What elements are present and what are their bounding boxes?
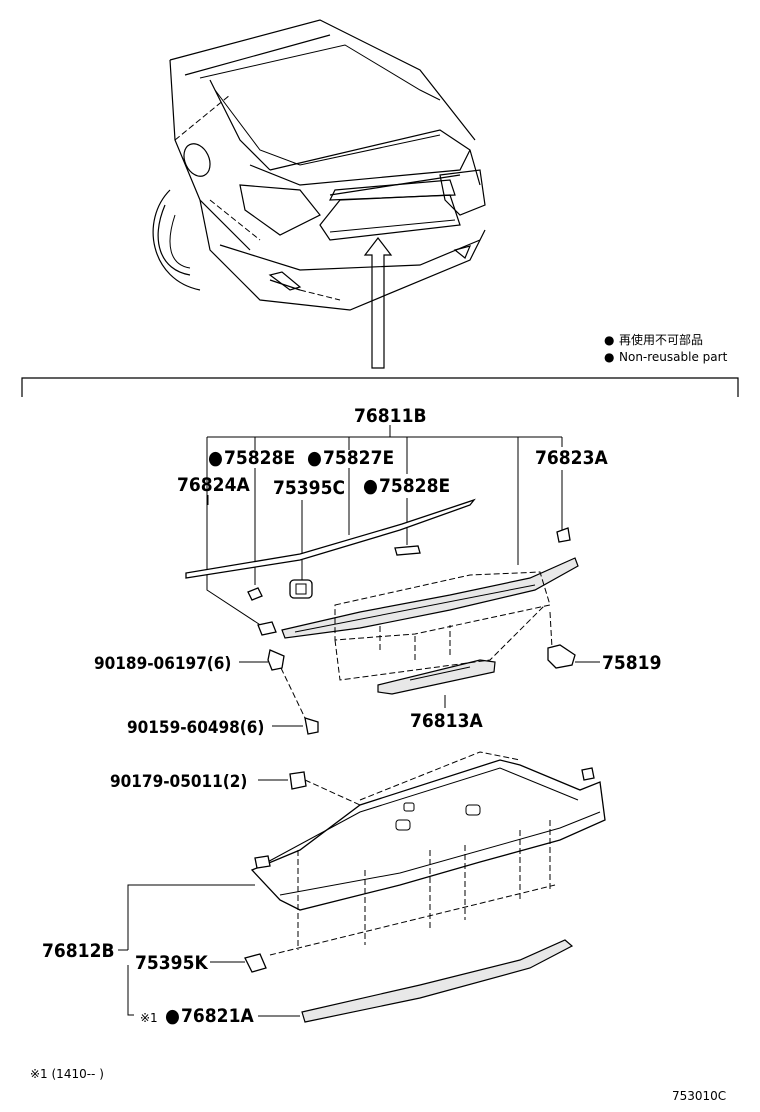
car-rear-illustration — [152, 19, 486, 311]
marker-dot-75828E-b: ● — [363, 475, 378, 497]
label-76811B: 76811B — [354, 405, 427, 427]
label-75395K: 75395K — [135, 952, 208, 974]
label-76823A: 76823A — [535, 447, 608, 469]
label-90189-06197: 90189-06197(6) — [94, 654, 231, 674]
upper-parts — [185, 498, 579, 735]
lower-parts — [244, 751, 606, 1023]
marker-dot-76821A: ● — [165, 1005, 180, 1027]
label-75395C: 75395C — [273, 477, 345, 499]
label-76813A: 76813A — [410, 710, 483, 732]
label-tree-top — [206, 425, 563, 631]
label-75819: 75819 — [602, 652, 661, 674]
label-75828E-a: 75828E — [224, 447, 295, 469]
label-76821A: 76821A — [181, 1005, 254, 1027]
frame-bracket — [21, 377, 739, 397]
part-labels: 76811B ● 75828E ● 75827E 76823A 76824A 7… — [42, 405, 661, 1027]
legend-text-jp: 再使用不可部品 — [619, 332, 703, 347]
location-arrow — [363, 237, 393, 369]
legend-dot-1: ● — [604, 333, 614, 347]
legend-dot-2: ● — [604, 350, 614, 364]
label-76812B: 76812B — [42, 940, 115, 962]
marker-dot-75827E: ● — [307, 447, 322, 469]
legend-text-en: Non-reusable part — [619, 350, 728, 364]
label-90159-60498: 90159-60498(6) — [127, 718, 264, 738]
figure-code: 753010C — [672, 1089, 726, 1103]
marker-dot-75828E-a: ● — [208, 447, 223, 469]
label-76824A: 76824A — [177, 474, 250, 496]
footnote: ※1 (1410-- ) — [30, 1067, 104, 1081]
label-75827E: 75827E — [323, 447, 394, 469]
legend: ● 再使用不可部品 ● Non-reusable part — [604, 332, 728, 364]
note-ref-mark: ※1 — [140, 1011, 158, 1025]
label-75828E-b: 75828E — [379, 475, 450, 497]
label-tree-bottom — [118, 661, 600, 1017]
label-90179-05011: 90179-05011(2) — [110, 772, 247, 792]
